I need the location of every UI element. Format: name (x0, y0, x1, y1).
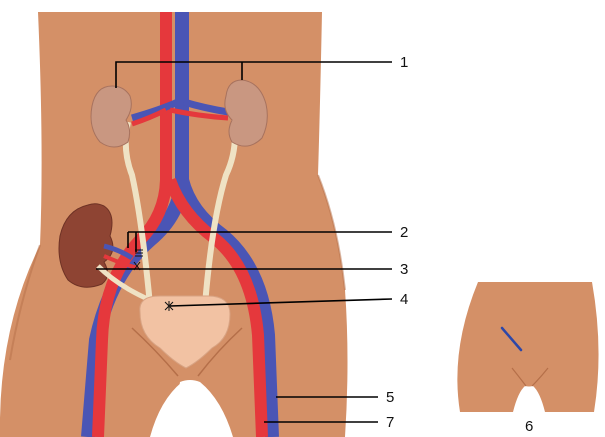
label-1: 1 (400, 54, 408, 71)
label-4: 4 (400, 291, 408, 308)
label-3: 3 (400, 261, 408, 278)
label-7: 7 (386, 414, 394, 431)
native-kidney-left (91, 86, 131, 147)
crotch-gap (170, 380, 210, 437)
label-6: 6 (525, 418, 533, 435)
label-5: 5 (386, 389, 394, 406)
label-2: 2 (400, 224, 408, 241)
inset-crotch-gap (520, 388, 538, 412)
